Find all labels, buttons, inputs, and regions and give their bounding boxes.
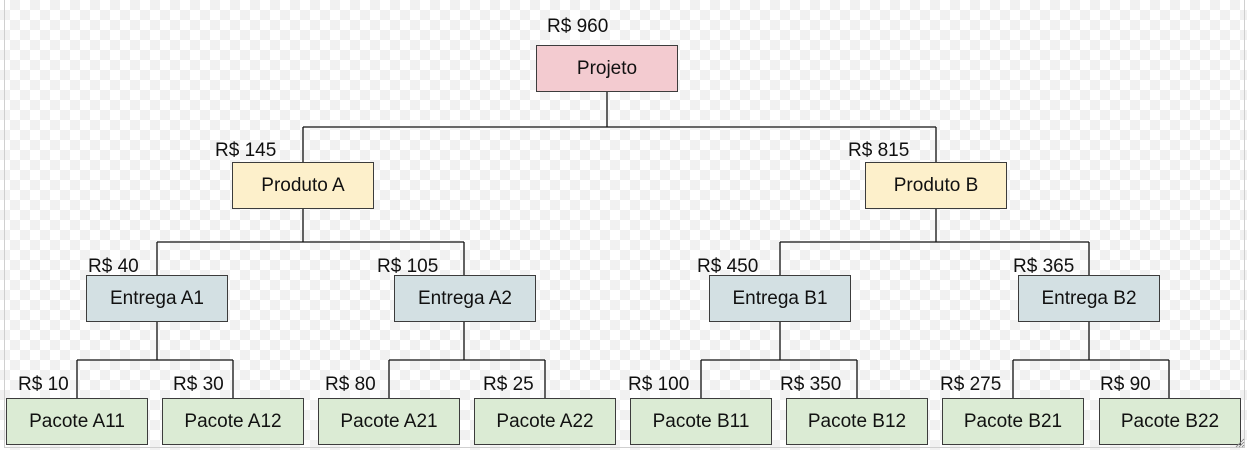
connector-root	[302, 92, 937, 162]
node-produto-b[interactable]: Produto B	[865, 162, 1007, 209]
connector-delivery-a1	[76, 322, 234, 398]
cost-label-pacote-a22: R$ 25	[483, 374, 534, 395]
cost-label-entrega-a1: R$ 40	[88, 256, 139, 277]
cost-label-pacote-a21: R$ 80	[325, 374, 376, 395]
node-pacote-a12[interactable]: Pacote A12	[162, 398, 304, 445]
cost-label-produto-b: R$ 815	[848, 140, 910, 161]
node-label: Entrega B1	[732, 287, 828, 309]
connector-product-b	[779, 209, 1090, 275]
node-entrega-a1[interactable]: Entrega A1	[86, 275, 228, 322]
connector-delivery-b1	[700, 322, 858, 398]
node-label: Pacote B21	[963, 410, 1063, 432]
connector-delivery-a2	[388, 322, 546, 398]
cost-label-pacote-a11: R$ 10	[18, 374, 69, 395]
cost-label-projeto: R$ 960	[547, 16, 609, 37]
connector-product-a	[156, 209, 465, 275]
cost-label-pacote-b12: R$ 350	[780, 374, 842, 395]
node-pacote-b12[interactable]: Pacote B12	[786, 398, 928, 445]
node-label: Pacote A11	[29, 410, 125, 432]
node-label: Pacote A21	[340, 410, 438, 432]
cost-label-entrega-a2: R$ 105	[377, 256, 439, 277]
node-pacote-a21[interactable]: Pacote A21	[318, 398, 460, 445]
diagram-canvas	[4, 0, 1245, 448]
node-pacote-a11[interactable]: Pacote A11	[6, 398, 148, 445]
node-pacote-b11[interactable]: Pacote B11	[630, 398, 772, 445]
node-label: Pacote B22	[1120, 410, 1220, 432]
connector-delivery-b2	[1012, 322, 1170, 398]
node-label: Entrega A1	[109, 287, 205, 309]
node-pacote-a22[interactable]: Pacote A22	[474, 398, 616, 445]
cost-label-produto-a: R$ 145	[215, 140, 277, 161]
node-pacote-b21[interactable]: Pacote B21	[942, 398, 1084, 445]
node-label: Entrega A2	[417, 287, 513, 309]
cost-label-pacote-b11: R$ 100	[628, 374, 690, 395]
node-label: Pacote A12	[184, 410, 282, 432]
cost-label-entrega-b1: R$ 450	[697, 256, 759, 277]
resize-grip-icon[interactable]	[1235, 438, 1245, 448]
node-label: Entrega B2	[1041, 287, 1137, 309]
node-label: Projeto	[576, 57, 638, 79]
node-projeto[interactable]: Projeto	[536, 45, 678, 92]
node-label: Pacote B11	[652, 410, 750, 432]
node-entrega-b2[interactable]: Entrega B2	[1018, 275, 1160, 322]
node-label: Produto B	[893, 174, 979, 196]
node-label: Produto A	[261, 174, 345, 196]
cost-label-entrega-b2: R$ 365	[1013, 256, 1075, 277]
node-entrega-b1[interactable]: Entrega B1	[709, 275, 851, 322]
cost-label-pacote-b22: R$ 90	[1100, 374, 1151, 395]
node-label: Pacote A22	[496, 410, 594, 432]
node-label: Pacote B12	[807, 410, 907, 432]
cost-label-pacote-b21: R$ 275	[940, 374, 1002, 395]
node-entrega-a2[interactable]: Entrega A2	[394, 275, 536, 322]
cost-label-pacote-a12: R$ 30	[173, 374, 224, 395]
node-pacote-b22[interactable]: Pacote B22	[1099, 398, 1241, 445]
node-produto-a[interactable]: Produto A	[232, 162, 374, 209]
